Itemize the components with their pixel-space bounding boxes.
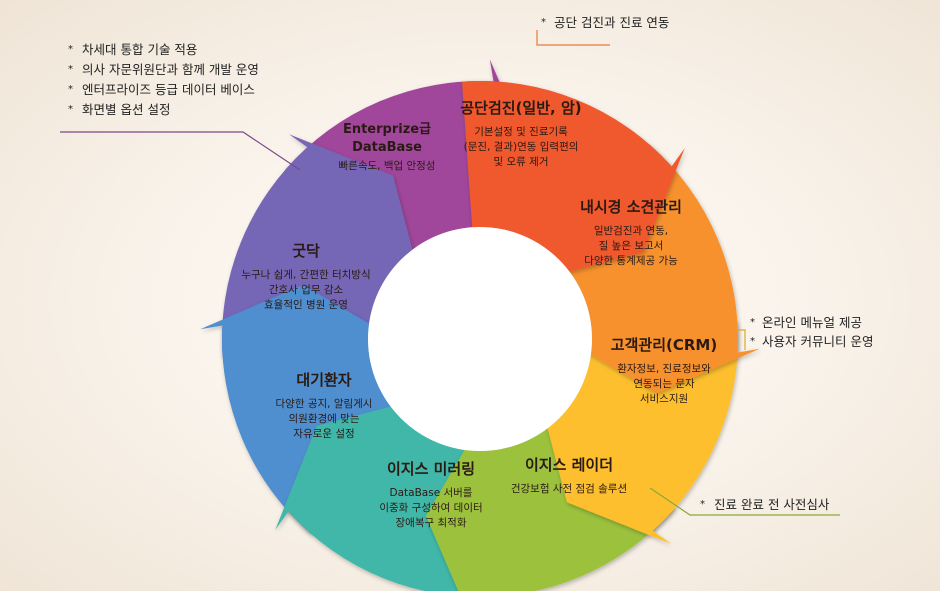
seg-5-desc-1: 의원환경에 맞는 [289,412,360,425]
note-tl-marker-1: * [68,64,73,75]
seg-7-title-1: DataBase [352,140,422,155]
note-tl-marker-3: * [68,104,73,115]
note-tl-item-2: 엔터프라이즈 등급 데이터 베이스 [82,82,255,97]
note-top-left: * 차세대 통합 기술 적용 * 의사 자문위원단과 함께 개발 운영 * 엔터… [68,42,259,117]
note-right-marker-1: * [750,336,755,347]
seg-5-desc-2: 자유로운 설정 [293,428,354,440]
seg-5-title: 대기환자 [296,371,351,389]
seg-4-desc-0: DataBase 서버를 [390,487,473,499]
seg-0-desc-0: 기본설정 및 진료기록 [474,126,568,138]
seg-3-desc-0: 건강보험 사전 점검 솔루션 [511,483,627,495]
seg-4-title: 이지스 미러링 [387,460,475,478]
seg-6-desc-1: 간호사 업무 감소 [269,283,344,296]
note-br-marker: * [700,499,705,510]
seg-7-title-0: Enterprize급 [343,122,431,137]
callout-lines [60,30,840,516]
seg-7-label: Enterprize급 DataBase 빠른속도, 백업 안정성 [339,122,436,172]
note-bottom-right: * 진료 완료 전 사전심사 [700,497,830,512]
seg-0-arrow [462,80,685,278]
note-tl-marker-0: * [68,44,73,55]
seg-2-desc-0: 환자정보, 진료정보와 [617,363,711,375]
callout-line-right [738,329,746,350]
seg-0-desc-1: (문진, 결과)연동 입력편의 [464,140,579,153]
seg-6-title: 굿닥 [292,242,320,260]
note-right-item-0: 온라인 메뉴얼 제공 [762,315,862,330]
note-tl-item-0: 차세대 통합 기술 적용 [82,42,197,57]
note-tl-marker-2: * [68,84,73,95]
seg-5-desc-0: 다양한 공지, 알림게시 [276,398,373,410]
seg-0-title: 공단검진(일반, 암) [460,99,581,117]
seg-1-desc-0: 일반검진과 연동, [594,224,668,237]
note-top-item: 공단 검진과 진료 연동 [554,15,669,30]
callout-line-top [536,30,610,46]
note-tl-item-1: 의사 자문위원단과 함께 개발 운영 [82,62,259,77]
callout-line-bottom-right [649,487,840,516]
seg-1-desc-1: 질 높은 보고서 [599,240,664,252]
seg-2-desc-1: 연동되는 문자 [633,378,695,390]
seg-2-title: 고객관리(CRM) [611,336,717,354]
seg-1-desc-2: 다양한 통계제공 가능 [584,255,678,267]
seg-4-desc-1: 이중화 구성하여 데이터 [379,501,482,514]
note-top-marker: * [541,17,546,28]
callout-line-top-left [60,131,301,171]
seg-4-desc-2: 장애복구 최적화 [396,517,467,529]
seg-1-title: 내시경 소견관리 [580,198,682,216]
seg-0-desc-2: 및 오류 제거 [494,156,549,168]
seg-6-desc-0: 누구나 쉽게, 간편한 터치방식 [241,268,370,281]
note-br-item: 진료 완료 전 사전심사 [714,497,830,512]
note-right-marker-0: * [750,317,755,328]
seg-6-desc-2: 효율적인 병원 운영 [264,299,348,311]
note-tl-item-3: 화면별 옵션 설정 [82,102,170,117]
note-top: * 공단 검진과 진료 연동 [541,15,669,30]
seg-7-desc-0: 빠른속도, 백업 안정성 [339,159,436,172]
note-right-item-1: 사용자 커뮤니티 운영 [762,334,873,349]
seg-2-desc-2: 서비스지원 [640,393,688,405]
note-right: * 온라인 메뉴얼 제공 * 사용자 커뮤니티 운영 [750,315,873,349]
center-hole [368,227,592,451]
seg-3-title: 이지스 레이더 [525,456,613,474]
